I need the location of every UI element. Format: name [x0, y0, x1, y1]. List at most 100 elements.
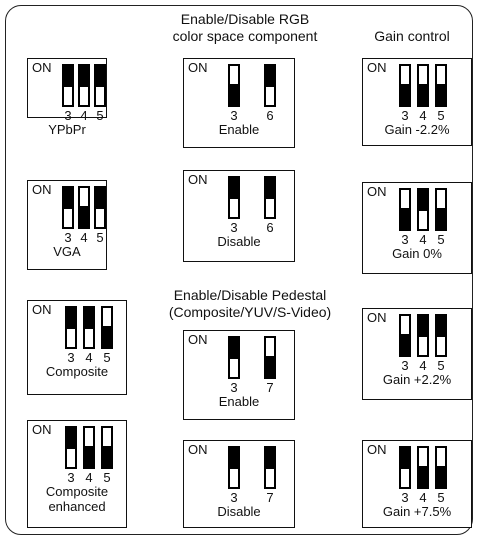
switch-number: 5 [103, 350, 111, 365]
switch-caption: Disable [217, 234, 261, 249]
switch-caption: Composite [45, 364, 109, 379]
on-label: ON [188, 332, 208, 347]
switch-number: 3 [230, 220, 238, 235]
switch-position-down [96, 87, 104, 105]
switch-number: 3 [230, 380, 238, 395]
on-label: ON [188, 442, 208, 457]
dip-switch-6 [264, 64, 276, 107]
on-label: ON [32, 422, 52, 437]
dip-switch-4 [83, 306, 95, 349]
diagram-frame [5, 5, 473, 535]
switch-number: 7 [266, 380, 274, 395]
switch-caption: Composite enhanced [45, 484, 109, 514]
switch-position-up [437, 190, 445, 208]
switch-caption: Gain +7.5% [382, 504, 452, 519]
dip-switch-4 [83, 426, 95, 469]
on-label: ON [367, 184, 387, 199]
switch-number: 3 [230, 108, 238, 123]
dip-switch-7 [264, 446, 276, 489]
switch-position-down [266, 87, 274, 105]
dip-switch-4 [78, 64, 90, 107]
on-label: ON [188, 60, 208, 75]
switch-position-down [85, 329, 93, 347]
dip-switch-4 [417, 188, 429, 231]
on-label: ON [32, 60, 52, 75]
switch-position-down [96, 209, 104, 227]
dip-switch-4 [417, 314, 429, 357]
switch-position-down [266, 469, 274, 487]
dip-switch-4 [417, 446, 429, 489]
switch-position-up [85, 428, 93, 446]
switch-position-down [419, 337, 427, 355]
switch-position-down [401, 469, 409, 487]
switch-number: 3 [64, 230, 72, 245]
dip-switch-7 [264, 336, 276, 379]
switch-position-up [401, 316, 409, 334]
switch-position-up [437, 448, 445, 466]
switch-position-up [419, 448, 427, 466]
dip-switch-3 [228, 336, 240, 379]
dip-switch-5 [94, 64, 106, 107]
switch-caption: VGA [53, 244, 81, 259]
dip-switch-3 [399, 446, 411, 489]
switch-position-down [64, 209, 72, 227]
switch-position-up [103, 308, 111, 326]
dip-switch-3 [65, 306, 77, 349]
switch-number: 5 [437, 358, 445, 373]
switch-position-down [230, 469, 238, 487]
switch-position-up [80, 188, 88, 206]
switch-caption: Gain +2.2% [382, 372, 452, 387]
dip-switch-3 [228, 64, 240, 107]
dip-switch-5 [435, 64, 447, 107]
switch-position-down [67, 329, 75, 347]
switch-caption: Disable [217, 504, 261, 519]
dip-switch-5 [101, 306, 113, 349]
switch-position-up [401, 66, 409, 84]
switch-number: 4 [80, 230, 88, 245]
switch-position-down [67, 449, 75, 467]
switch-number: 5 [103, 470, 111, 485]
switch-position-down [230, 199, 238, 217]
switch-position-up [103, 428, 111, 446]
on-label: ON [32, 302, 52, 317]
switch-position-down [64, 87, 72, 105]
dip-switch-5 [435, 188, 447, 231]
dip-switch-5 [435, 314, 447, 357]
switch-number: 4 [85, 350, 93, 365]
heading-pedestal: Enable/Disable Pedestal (Composite/YUV/S… [168, 287, 332, 320]
switch-position-down [80, 87, 88, 105]
switch-number: 5 [437, 232, 445, 247]
dip-switch-6 [264, 176, 276, 219]
dip-switch-3 [65, 426, 77, 469]
switch-position-down [437, 337, 445, 355]
switch-position-up [230, 66, 238, 84]
switch-number: 3 [67, 350, 75, 365]
switch-position-down [419, 211, 427, 229]
switch-caption: Gain -2.2% [384, 122, 450, 137]
dip-switch-3 [399, 188, 411, 231]
on-label: ON [367, 310, 387, 325]
switch-caption: Enable [218, 122, 260, 137]
dip-switch-3 [228, 446, 240, 489]
switch-caption: Gain 0% [392, 246, 442, 261]
switch-caption: YPbPr [48, 122, 86, 137]
switch-number: 4 [85, 470, 93, 485]
on-label: ON [367, 442, 387, 457]
switch-number: 3 [401, 108, 409, 123]
switch-number: 3 [230, 490, 238, 505]
switch-position-up [266, 338, 274, 356]
on-label: ON [32, 182, 52, 197]
switch-number: 5 [96, 108, 104, 123]
switch-number: 4 [419, 232, 427, 247]
on-label: ON [188, 172, 208, 187]
